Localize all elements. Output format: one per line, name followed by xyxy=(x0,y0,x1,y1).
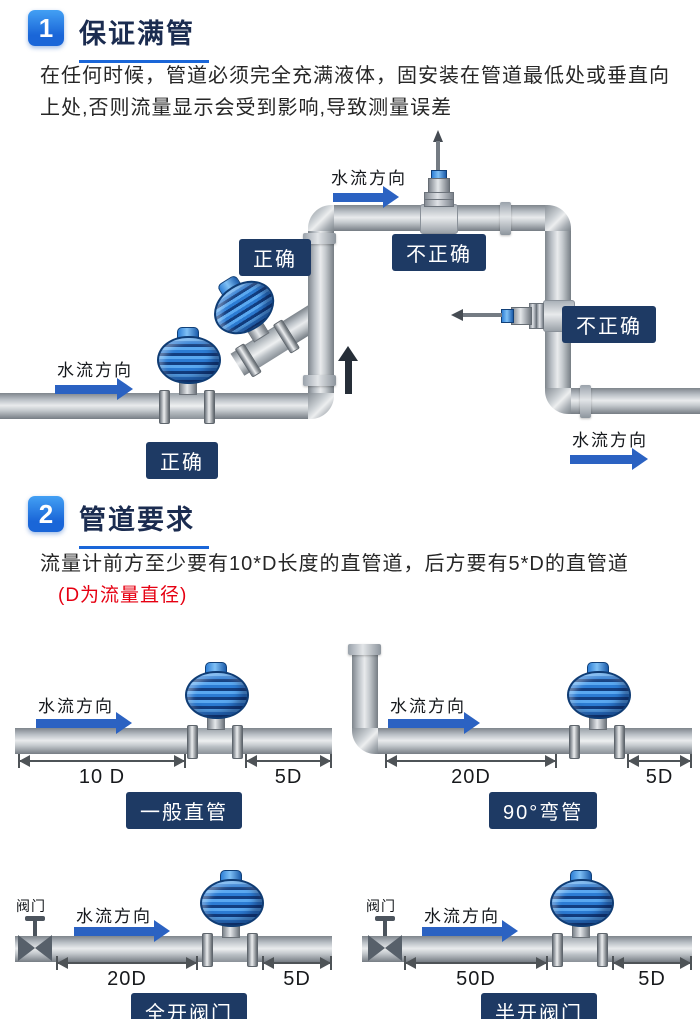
pipe-collar xyxy=(303,233,336,244)
incorrect-tag: 不正确 xyxy=(392,234,486,271)
pipe-segment xyxy=(571,388,700,414)
pipe-segment xyxy=(352,650,378,728)
diagram-half-valve: 阀门 水流方向 50D 5D 半开阀门 xyxy=(350,820,700,1019)
section2-header: 2 管道要求 xyxy=(28,496,209,549)
diameter-note: (D为流量直径) xyxy=(58,585,188,606)
diagram-open-valve: 阀门 水流方向 20D 5D 全开阀门 xyxy=(0,820,350,1019)
flow-direction-label: 水流方向 xyxy=(76,907,152,926)
pipe-elbow xyxy=(545,388,571,414)
valve-icon xyxy=(368,916,402,962)
pipe-elbow xyxy=(352,728,378,754)
caption-badge: 全开阀门 xyxy=(131,993,247,1019)
insertion-probe-icon xyxy=(433,130,443,142)
flow-direction-label: 水流方向 xyxy=(572,431,648,450)
pipe-segment xyxy=(378,728,692,754)
section1-number-badge: 1 xyxy=(28,10,64,46)
pipe-segment xyxy=(0,393,308,419)
turbine-flowmeter xyxy=(548,870,614,967)
flow-direction-arrow-icon xyxy=(36,712,132,734)
turbine-flowmeter xyxy=(198,870,264,967)
flow-direction-label: 水流方向 xyxy=(38,697,114,716)
turbine-flowmeter xyxy=(183,662,249,759)
diagram-elbow-pipe: 水流方向 20D 5D 90°弯管 xyxy=(348,630,700,829)
pipe-collar xyxy=(348,644,381,655)
valve-icon xyxy=(18,916,52,962)
insertion-probe-icon xyxy=(511,307,532,325)
section1-title: 保证满管 xyxy=(79,10,209,63)
pipe-requirement-diagrams: 水流方向 10 D 5D 一般直管 xyxy=(0,630,700,1019)
incorrect-tag: 不正确 xyxy=(562,306,656,343)
flowmeter-head xyxy=(185,671,249,719)
pipe-fitting xyxy=(420,204,458,234)
flow-direction-label: 水流方向 xyxy=(57,361,133,380)
pipe-collar xyxy=(580,385,591,418)
dimension-front: 10 D xyxy=(18,754,186,789)
caption-badge: 一般直管 xyxy=(126,792,242,829)
flow-direction-arrow-icon xyxy=(570,448,648,470)
flow-direction-arrow-icon xyxy=(55,378,133,400)
dimension-back: 5D xyxy=(262,956,332,991)
valve-label: 阀门 xyxy=(16,898,46,914)
flowmeter-head xyxy=(157,336,221,384)
full-pipe-diagram: 水流方向 水流方向 水流方向 正确 不正确 不正确 正确 xyxy=(0,130,700,492)
up-arrow-icon xyxy=(338,346,358,394)
flowmeter-head xyxy=(200,879,264,927)
diagram-straight-pipe: 水流方向 10 D 5D 一般直管 xyxy=(0,630,350,829)
flow-direction-label: 水流方向 xyxy=(331,169,407,188)
pipe-elbow xyxy=(308,393,334,419)
flow-direction-arrow-icon xyxy=(388,712,480,734)
pipe-segment xyxy=(15,728,332,754)
dimension-back: 5D xyxy=(245,754,332,789)
dimension-front: 50D xyxy=(404,956,548,991)
flow-direction-arrow-icon xyxy=(74,920,170,942)
flow-direction-label: 水流方向 xyxy=(390,697,466,716)
pipe-segment xyxy=(308,231,334,393)
turbine-flowmeter xyxy=(155,327,221,424)
caption-badge: 半开阀门 xyxy=(481,993,597,1019)
section1-header: 1 保证满管 xyxy=(28,10,209,63)
valve-label: 阀门 xyxy=(366,898,396,914)
pipe-segment xyxy=(362,936,692,962)
section2-title: 管道要求 xyxy=(79,496,209,549)
turbine-flowmeter xyxy=(565,662,631,759)
flowmeter-head xyxy=(550,879,614,927)
correct-tag: 正确 xyxy=(146,442,218,479)
correct-tag: 正确 xyxy=(239,239,311,276)
section2-number-badge: 2 xyxy=(28,496,64,532)
flow-direction-arrow-icon xyxy=(422,920,518,942)
dimension-front: 20D xyxy=(56,956,198,991)
dimension-front: 20D xyxy=(385,754,557,789)
pipe-collar xyxy=(303,375,336,386)
pipe-elbow xyxy=(545,205,571,231)
caption-badge: 90°弯管 xyxy=(489,792,598,829)
dimension-back: 5D xyxy=(612,956,692,991)
flow-direction-label: 水流方向 xyxy=(424,907,500,926)
flowmeter-head xyxy=(567,671,631,719)
section2-description: 流量计前方至少要有10*D长度的直管道，后方要有5*D的直管道 xyxy=(40,553,629,575)
pipe-collar xyxy=(500,202,511,235)
section1-description: 在任何时候，管道必须完全充满液体，固安装在管道最低处或垂直向上处,否则流量显示会… xyxy=(40,65,670,119)
dimension-back: 5D xyxy=(627,754,692,789)
pipe-elbow xyxy=(308,205,334,231)
flow-direction-arrow-icon xyxy=(333,186,399,208)
